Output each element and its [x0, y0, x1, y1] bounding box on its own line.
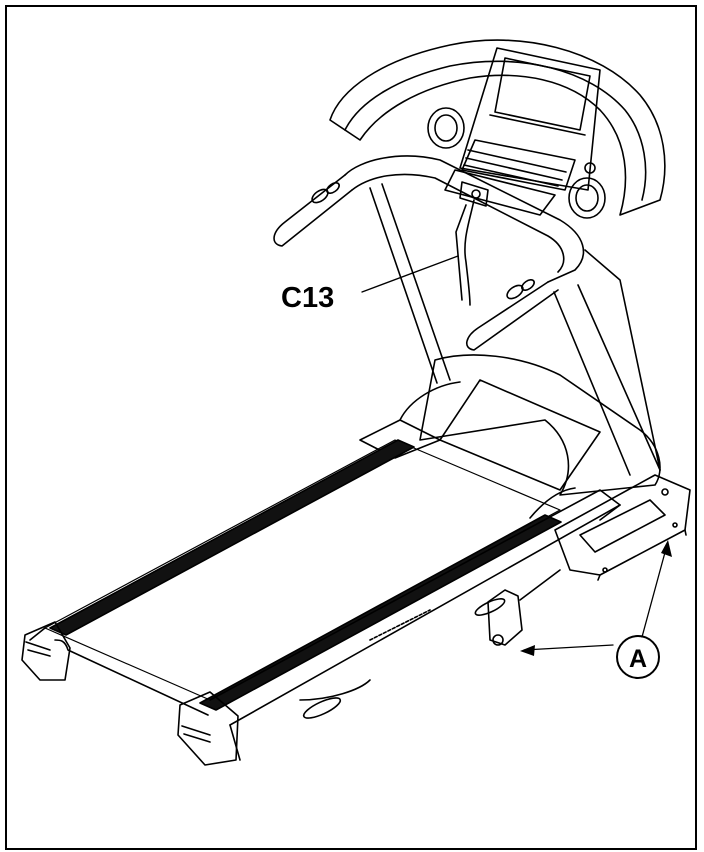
handlebar-frame: [273, 155, 585, 351]
left-end-cap: [21, 621, 71, 681]
a-leader-line-base: [641, 544, 668, 638]
safety-key: [459, 181, 489, 207]
left-cup-holder: [427, 107, 465, 149]
motor-hood: [359, 354, 661, 519]
callout-leaders: [361, 255, 668, 651]
right-end-cap: [177, 691, 239, 766]
running-deck: [21, 439, 621, 766]
console-screen: [494, 57, 591, 131]
left-handle: [273, 174, 353, 247]
c13-leader-line: [361, 255, 459, 293]
right-cup-holder: [568, 177, 606, 219]
left-side-rail: [49, 439, 415, 636]
arrowhead-wheel: [520, 645, 535, 656]
diagram-frame: [5, 5, 697, 850]
right-side-rail: [199, 514, 562, 711]
callout-a-label: A: [629, 645, 647, 673]
front-wheel: [487, 589, 523, 646]
a-leader-line-wheel: [523, 644, 614, 651]
callout-a-circle: [616, 635, 660, 679]
front-base: [487, 474, 691, 646]
right-handle: [466, 281, 559, 351]
arrowhead-base: [661, 540, 672, 557]
uprights: [369, 183, 661, 476]
part-label-c13: C13: [281, 282, 334, 314]
console: [329, 39, 666, 219]
